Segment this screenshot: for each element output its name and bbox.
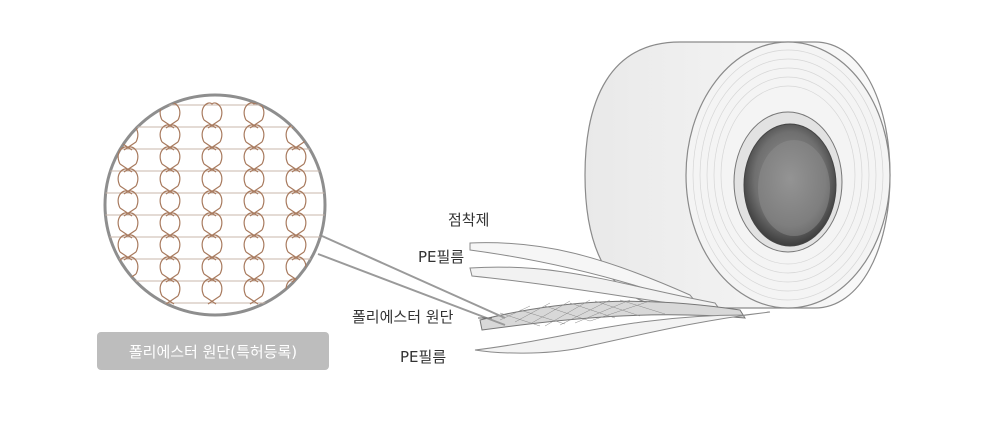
- layer-polyester-fabric: [479, 299, 746, 331]
- magnified-fabric-circle: [103, 93, 327, 317]
- magnifier-leader-lines: [317, 235, 506, 326]
- label-pe-film-bottom: PE필름: [400, 348, 447, 366]
- label-polyester-fabric: 폴리에스터 원단: [352, 308, 454, 326]
- label-pe-film-top: PE필름: [418, 248, 465, 266]
- label-adhesive: 점착제: [448, 211, 490, 229]
- layer-pe-film-bottom: [474, 311, 771, 354]
- patent-badge: 폴리에스터 원단(특허등록): [97, 332, 329, 370]
- tape-roll: [584, 41, 891, 309]
